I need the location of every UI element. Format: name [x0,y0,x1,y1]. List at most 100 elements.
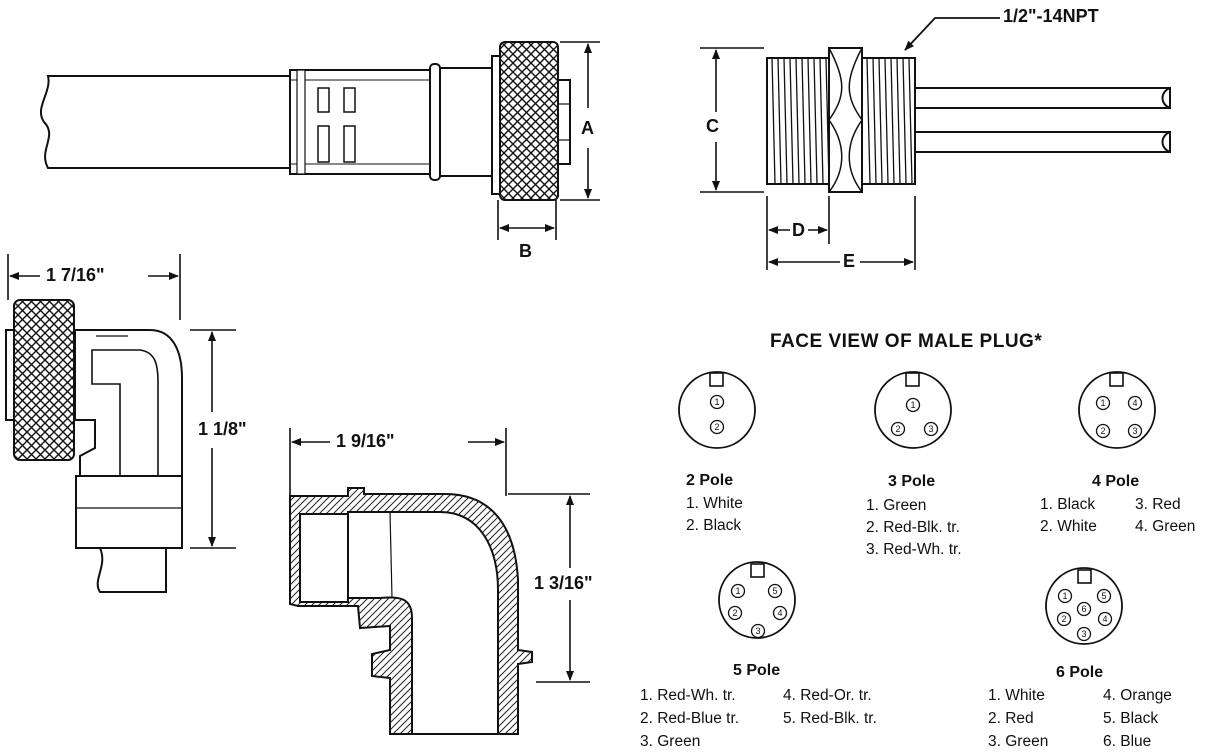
connector-body [289,69,431,175]
thread-ridge [813,57,818,185]
plug-4-wire-3: 3. Red [1135,496,1181,513]
elbow-knurled-nut [13,299,75,461]
thread-ridge [795,57,800,185]
thread-callout [904,17,1000,51]
pin-label: 6 [1081,604,1086,614]
pin-label: 2 [1061,614,1066,624]
elbow-height-label: 1 1/8" [198,419,247,439]
pin-label: 5 [1101,591,1106,601]
plug-6-wire-1: 1. White [988,687,1045,704]
plug-5-pole-label: 5 Pole [733,662,781,679]
plug-6-pole-label: 6 Pole [1056,664,1104,681]
thread-ridge [801,57,806,185]
pin-label: 1 [714,397,719,407]
dimension-section-height [508,493,590,683]
hex-nut [828,47,863,193]
plug-2-pole-label: 2 Pole [686,472,734,489]
plug-3-pole-label: 3 Pole [888,473,936,490]
dimension-c-label: C [706,116,719,136]
thread-ridge [825,57,830,185]
pin-label: 4 [1102,614,1107,624]
plug-4-wire-1: 1. Black [1040,496,1096,513]
pin-label: 2 [714,422,719,432]
dimension-b [497,200,557,240]
dimension-e [768,196,916,270]
thread-ridge [890,57,895,185]
dimension-elbow-height [190,329,236,549]
dimension-a [560,41,600,201]
pin-label: 3 [928,424,933,434]
plug-2-wire-1: 1. White [686,495,743,512]
thread-ridge [783,57,788,185]
pin-label: 3 [755,626,760,636]
plug-face-4-pole: 1 2 3 4 [1078,371,1156,449]
plug-4-wire-2: 2. White [1040,518,1097,535]
plug-5-wire-4: 4. Red-Or. tr. [783,687,872,704]
dimension-d-label: D [792,220,805,240]
pin-label: 1 [735,586,740,596]
thread-ridge [777,57,782,185]
thread-ridge [872,57,877,185]
section-height-label: 1 3/16" [534,573,593,593]
dimension-e-label: E [843,251,856,271]
plug-4-pole-label: 4 Pole [1092,473,1140,490]
plug-6-wire-2: 2. Red [988,710,1034,727]
pin-label: 3 [1132,426,1137,436]
plug-face-2-pole: 1 2 [678,371,756,449]
dimension-c [700,47,764,193]
elbow-width-label: 1 7/16" [46,265,105,285]
plug-5-wire-2: 2. Red-Blue tr. [640,710,740,727]
pin-label: 1 [1062,591,1067,601]
dimension-d [766,196,830,270]
thread-ridge [771,57,776,185]
thread-spec-label: 1/2"-14NPT [1003,6,1099,26]
plug-face-3-pole: 1 2 3 [874,371,952,449]
plug-5-wire-1: 1. Red-Wh. tr. [640,687,736,704]
plug-2-wire-2: 2. Black [686,517,742,534]
pin-label: 1 [910,400,915,410]
thread-ridge [908,57,913,185]
dimension-b-label: B [519,241,532,261]
dimension-elbow-width [7,254,181,320]
thread-ridge [819,57,824,185]
plug-face-5-pole: 1 2 3 4 5 [718,561,796,639]
face-view-title: FACE VIEW OF MALE PLUG* [770,331,1043,352]
pin-label: 2 [1100,426,1105,436]
thread-ridge [878,57,883,185]
thread-ridge [866,57,871,185]
thread-ridge [902,57,907,185]
plug-5-wire-5: 5. Red-Blk. tr. [783,710,877,727]
plug-5-wire-3: 3. Green [640,733,701,750]
thread-right [861,57,916,185]
plug-4-wire-4: 4. Green [1135,518,1196,535]
section-width-label: 1 9/16" [336,431,395,451]
plug-3-wire-2: 2. Red-Blk. tr. [866,519,960,536]
plug-6-wire-5: 5. Black [1103,710,1159,727]
plug-6-wire-6: 6. Blue [1103,733,1152,750]
plug-3-wire-1: 1. Green [866,497,927,514]
threaded-fitting [766,47,1171,193]
thread-ridge [789,57,794,185]
pin-label: 2 [732,608,737,618]
pin-label: 1 [1100,398,1105,408]
thread-ridge [884,57,889,185]
pin-label: 2 [895,424,900,434]
pin-label: 3 [1081,629,1086,639]
cable [39,75,291,169]
pin-label: 4 [777,608,782,618]
plug-3-wire-3: 3. Red-Wh. tr. [866,541,962,558]
elbow-connector [5,299,183,593]
knurled-nut [499,41,559,201]
pin-label: 5 [772,586,777,596]
thread-ridge [896,57,901,185]
plug-face-6-pole: 1 2 3 4 5 6 [1045,567,1123,645]
dimension-section-width [289,428,507,496]
pin-label: 4 [1132,398,1137,408]
dimension-a-label: A [581,118,594,138]
section-elbow [289,487,533,735]
thread-ridge [807,57,812,185]
plug-6-wire-4: 4. Orange [1103,687,1172,704]
plug-6-wire-3: 3. Green [988,733,1049,750]
straight-connector [39,41,571,201]
